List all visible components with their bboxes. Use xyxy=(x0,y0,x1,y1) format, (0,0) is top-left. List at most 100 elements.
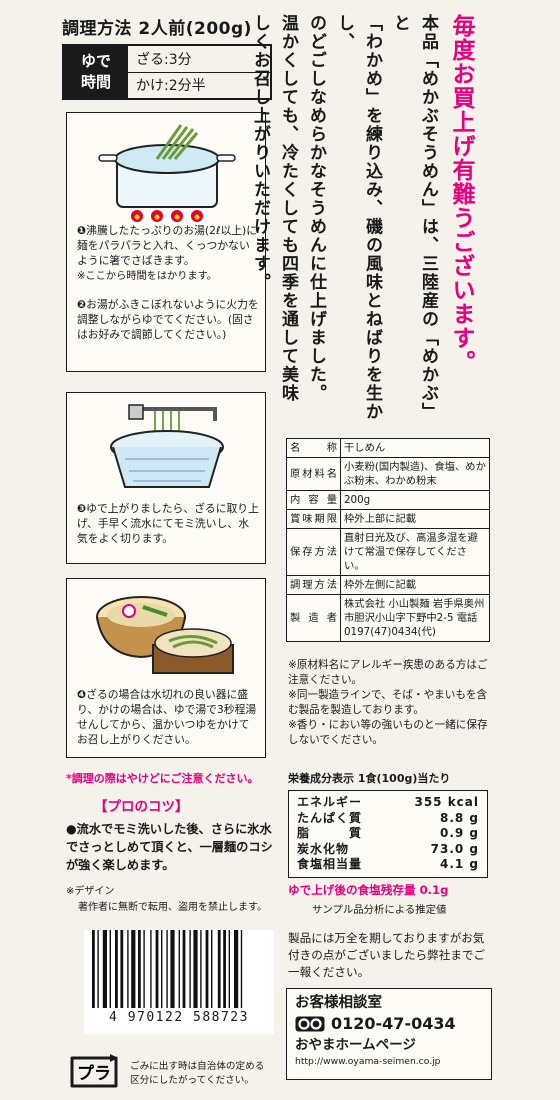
step-1-body: 沸騰したたっぷりのお湯(2ℓ以上)に麺をパラパラと入れ、くっつかないように箸でさ… xyxy=(77,224,258,267)
barcode-bar xyxy=(217,930,221,1008)
nutrition-row: 脂 質 0.9 g xyxy=(297,826,479,842)
serving-bowl-icon xyxy=(96,596,234,674)
boil-time-kake: かけ:2分半 xyxy=(128,71,270,99)
barcode-bar xyxy=(102,930,107,1008)
burn-caution: *調理の際はやけどにご注意ください。 xyxy=(66,772,259,785)
description-line-1: 本品「めかぶそうめん」は、三陸産の「めかぶ」と xyxy=(390,14,438,421)
nutrition-label: たんぱく質 xyxy=(297,810,363,825)
barcode-bar xyxy=(223,930,226,1008)
notes: ※原材料名にアレルギー疾患のある方はご注意ください。 ※同一製造ラインで、そば・… xyxy=(288,658,492,748)
nutrition-label: エネルギー xyxy=(297,795,363,809)
nutrition-value: 0.9 g xyxy=(439,826,479,840)
recycle-text: ごみに出す時は自治体の定める 区分にしたがってください。 xyxy=(130,1060,264,1088)
info-value: 株式会社 小山製麺 岩手県奥州市胆沢小山字下野中2-5 電話 0197(47)0… xyxy=(340,594,490,642)
boil-time-box: ゆで 時間 ざる:3分 かけ:2分半 xyxy=(62,44,272,100)
homepage-url[interactable]: http://www.oyama-seimen.co.jp xyxy=(295,1056,441,1067)
info-row-ingredients: 原材料名小麦粉(国内製造)、食塩、めかぶ粉末、わかめ粉末 xyxy=(286,457,490,491)
barcode-bar xyxy=(182,930,186,1008)
step-1-panel: ❶沸騰したたっぷりのお湯(2ℓ以上)に麺をパラパラと入れ、くっつかないように箸で… xyxy=(66,112,266,372)
info-value: 枠外左側に記載 xyxy=(340,575,490,595)
design-note: ※デザイン xyxy=(66,886,115,897)
barcode-bar xyxy=(193,930,198,1008)
barcode-bar xyxy=(205,930,209,1008)
info-label: 名 称 xyxy=(286,438,341,458)
step-1-note: ※ここから時間をはかります。 xyxy=(77,271,217,282)
step-3-number: ❸ xyxy=(77,502,87,515)
barcode-bar xyxy=(138,930,141,1008)
boil-label-top: ゆで xyxy=(80,52,111,70)
homepage-label: おやまホームページ xyxy=(295,1037,416,1053)
nutrition-label: 脂 質 xyxy=(297,826,363,840)
recycle-text-line-1: ごみに出す時は自治体の定める xyxy=(130,1061,265,1072)
contact-phone: 0120-47-0434 xyxy=(295,1013,483,1035)
info-row-storage: 保存方法直射日光及び、高温多湿を避けて常温で保存してください。 xyxy=(286,528,490,576)
nutrition-row: たんぱく質 8.8 g xyxy=(297,811,479,827)
description-line-3: のどごしなめらかなそうめんに仕上げました。 xyxy=(306,14,326,403)
step-2-body: お湯がふきこぼれないように火力を調整しながらゆでてください。(固さはお好みで調節… xyxy=(77,298,259,341)
step-2-text: ❷お湯がふきこぼれないように火力を調整しながらゆでてください。(固さはお好みで調… xyxy=(77,297,259,342)
info-value: 干しめん xyxy=(340,438,490,458)
step-3-text: ❸ゆで上がりましたら、ざるに取り上げ、手早く流水にてモミ洗いし、水気をよく切りま… xyxy=(77,501,259,546)
barcode-bar xyxy=(97,930,99,1008)
salt-after-boiling: ゆで上げ後の食塩残存量 0.1g xyxy=(288,883,449,897)
info-label: 調理方法 xyxy=(286,575,341,595)
note-storage: ※香り・におい等の強いものと一緒に保存しないでください。 xyxy=(288,719,488,746)
barcode: 4 970122 588723 xyxy=(84,930,274,1034)
info-value: 200g xyxy=(340,490,490,510)
note-production-line: ※同一製造ラインで、そば・やまいもを含む製品を製造しております。 xyxy=(288,689,488,716)
barcode-bar xyxy=(234,930,239,1008)
barcode-bar xyxy=(127,930,129,1008)
note-allergy: ※原材料名にアレルギー疾患のある方はご注意ください。 xyxy=(288,659,488,686)
barcode-bars xyxy=(92,930,243,1008)
info-label: 内容量 xyxy=(286,490,341,510)
recycle-pla-icon: プラ xyxy=(70,1054,118,1088)
step-4-panel: ❹ざるの場合は水切れの良い器に盛り、かけの場合は、ゆで湯で3秒程湯せんしてから、… xyxy=(66,578,266,758)
barcode-bar xyxy=(120,930,124,1008)
phone-number[interactable]: 0120-47-0434 xyxy=(331,1014,456,1033)
barcode-bar xyxy=(109,930,111,1008)
description-line-4: 温かくしても、冷たくしても四季を通して美味 xyxy=(278,14,298,403)
info-row-best-before: 賞味期限枠外上部に記載 xyxy=(286,509,490,529)
step-4-text: ❹ざるの場合は水切れの良い器に盛り、かけの場合は、ゆで湯で3秒程湯せんしてから、… xyxy=(77,687,259,747)
info-label: 製造者 xyxy=(286,594,341,642)
nutrition-title: 栄養成分表示 1食(100g)当たり xyxy=(288,772,451,785)
barcode-bar xyxy=(92,930,95,1008)
nutrition-label: 食塩相当量 xyxy=(297,857,363,871)
nutrition-label: 炭水化物 xyxy=(297,841,350,856)
barcode-bar xyxy=(170,930,175,1008)
step-1-text: ❶沸騰したたっぷりのお湯(2ℓ以上)に麺をパラパラと入れ、くっつかないように箸で… xyxy=(77,223,259,284)
info-label: 賞味期限 xyxy=(286,509,341,529)
nutrition-value: 73.0 g xyxy=(430,841,479,856)
barcode-bar xyxy=(166,930,168,1008)
info-value: 枠外上部に記載 xyxy=(340,509,490,529)
nutrition-box: エネルギー 355 kcal たんぱく質 8.8 g 脂 質 0.9 g 炭水化物 73… xyxy=(288,790,488,878)
analysis-note: サンプル品分析による推定値 xyxy=(312,904,447,916)
nutrition-value: 355 kcal xyxy=(414,795,479,809)
barcode-number: 4 970122 588723 xyxy=(109,1010,249,1025)
boil-time-label: ゆで 時間 xyxy=(64,46,128,98)
barcode-bar xyxy=(200,930,202,1008)
recycle-text-line-2: 区分にしたがってください。 xyxy=(130,1075,254,1086)
info-label: 保存方法 xyxy=(286,528,341,576)
pro-tip-title: 【プロのコツ】 xyxy=(94,799,189,815)
nutrition-value: 8.8 g xyxy=(439,810,479,825)
nutrition-row: エネルギー 355 kcal xyxy=(297,795,479,811)
barcode-bar xyxy=(211,930,213,1008)
step-3-panel: ❸ゆで上がりましたら、ざるに取り上げ、手早く流水にてモミ洗いし、水気をよく切りま… xyxy=(66,392,266,564)
info-row-name: 名 称干しめん xyxy=(286,438,490,458)
boiling-pot-icon xyxy=(98,124,236,222)
info-value: 小麦粉(国内製造)、食塩、めかぶ粉末、わかめ粉末 xyxy=(340,457,490,491)
step-4-number: ❹ xyxy=(77,688,87,701)
boil-label-bottom: 時間 xyxy=(80,73,111,91)
info-row-cooking: 調理方法枠外左側に記載 xyxy=(286,575,490,595)
step-2-number: ❷ xyxy=(77,298,87,311)
nutrition-row: 炭水化物 73.0 g xyxy=(297,842,479,858)
barcode-bar xyxy=(150,930,152,1008)
step-4-body: ざるの場合は水切れの良い器に盛り、かけの場合は、ゆで湯で3秒程湯せんしてから、温… xyxy=(77,688,257,746)
info-row-manufacturer: 製造者株式会社 小山製麺 岩手県奥州市胆沢小山字下野中2-5 電話 0197(4… xyxy=(286,594,490,642)
recycle-pla-mark: プラ xyxy=(77,1063,111,1084)
barcode-bar xyxy=(178,930,180,1008)
step-3-body: ゆで上がりましたら、ざるに取り上げ、手早く流水にてモミ洗いし、水気をよく切ります… xyxy=(77,502,259,545)
product-description: 本品「めかぶそうめん」は、三陸産の「めかぶ」と 「わかめ」を練り込み、磯の風味と… xyxy=(250,14,442,434)
